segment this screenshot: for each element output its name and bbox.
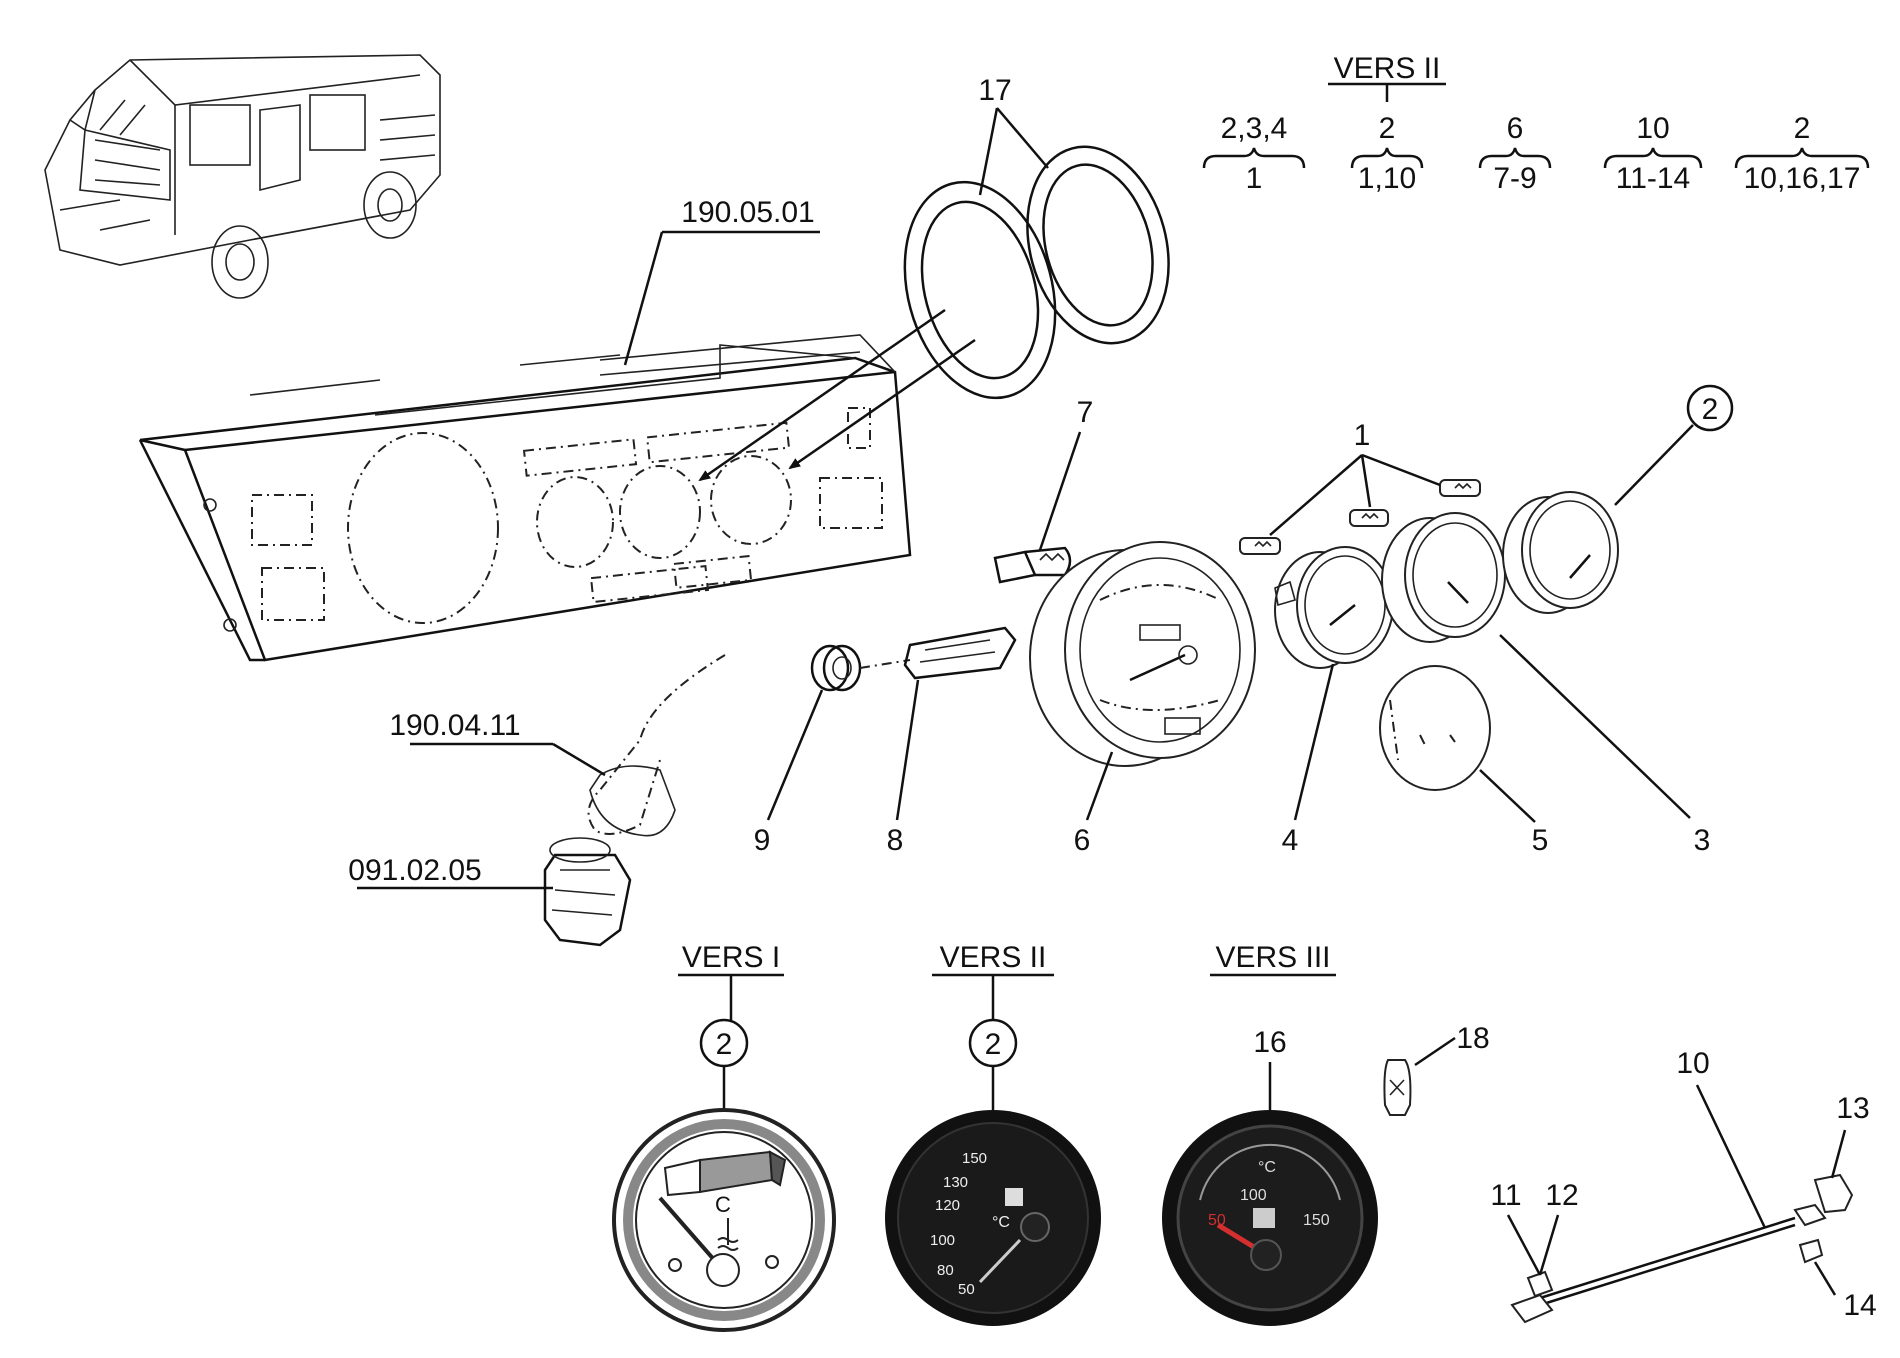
svg-text:2: 2	[716, 1028, 733, 1061]
svg-text:18: 18	[1456, 1022, 1489, 1055]
svg-text:1: 1	[1246, 162, 1263, 195]
part-4-gauge: 4	[1274, 546, 1394, 857]
svg-text:2: 2	[1794, 112, 1811, 145]
vers2-temp-gauge: 150 130 120 100 80 50 °C	[885, 1110, 1101, 1326]
part-1-bulbs: 1	[1239, 419, 1481, 555]
svg-text:150: 150	[962, 1150, 987, 1167]
vers1-gauge-group: VERS I 2 C	[612, 941, 836, 1332]
svg-text:11-14: 11-14	[1616, 162, 1691, 195]
svg-text:3: 3	[1694, 824, 1711, 857]
speed-sender: 091.02.05	[348, 837, 632, 947]
svg-text:2: 2	[985, 1028, 1002, 1061]
part-9-grommet: 9	[754, 644, 911, 857]
svg-text:7: 7	[1077, 396, 1094, 429]
version-group-5: 2 10,16,17	[1734, 112, 1870, 195]
svg-text:13: 13	[1836, 1092, 1869, 1125]
svg-text:5: 5	[1532, 824, 1549, 857]
panel-part-number: 190.05.01	[681, 196, 814, 229]
vehicle-illustration	[44, 54, 441, 299]
svg-text:10,16,17: 10,16,17	[1744, 162, 1861, 195]
svg-text:150: 150	[1303, 1212, 1330, 1229]
vers1-temp-gauge: C	[612, 1108, 836, 1332]
svg-text:16: 16	[1253, 1026, 1286, 1059]
version-group-2: 2 1,10	[1350, 112, 1424, 195]
switch-cutout-2	[261, 567, 325, 621]
bulb-2	[1349, 509, 1389, 527]
ring-1	[903, 180, 1057, 400]
cutout-gauge-c	[710, 455, 792, 545]
svg-text:10: 10	[1636, 112, 1669, 145]
svg-text:6: 6	[1074, 824, 1091, 857]
vers2-gauge-unit: °C	[992, 1214, 1010, 1231]
switch-cutout-1	[251, 494, 313, 546]
part-6-speedometer: 6	[1029, 541, 1256, 857]
svg-text:7-9: 7-9	[1493, 162, 1536, 195]
sender-part-number: 091.02.05	[348, 854, 481, 887]
svg-text:80: 80	[937, 1262, 954, 1279]
vers2-header: VERS II	[1334, 52, 1441, 85]
vers3-title: VERS III	[1215, 941, 1330, 974]
cable-part-number: 190.04.11	[389, 709, 520, 742]
version-group-3: 6 7-9	[1478, 112, 1552, 195]
svg-text:2: 2	[1379, 112, 1396, 145]
svg-text:11: 11	[1490, 1179, 1521, 1212]
part-5-lens: 5	[1379, 665, 1549, 857]
svg-text:100: 100	[1240, 1187, 1267, 1204]
svg-text:14: 14	[1843, 1289, 1876, 1322]
part-7-bulb-holder: 7	[993, 396, 1094, 584]
svg-text:130: 130	[943, 1174, 968, 1191]
speedo-cable: 190.04.11	[389, 654, 726, 837]
svg-text:2: 2	[1702, 393, 1719, 426]
svg-text:50: 50	[958, 1281, 975, 1298]
vers1-title: VERS I	[682, 941, 780, 974]
svg-text:8: 8	[887, 824, 904, 857]
version-group-1: 2,3,4 1	[1202, 112, 1306, 195]
instrument-panel: 190.05.01	[138, 196, 976, 662]
svg-text:6: 6	[1507, 112, 1524, 145]
version-table: VERS II 2,3,4 1 2 1,10 6 7-9 10 11-14 2 …	[1202, 52, 1870, 195]
svg-text:2,3,4: 2,3,4	[1221, 112, 1288, 145]
cutout-speedo	[347, 432, 499, 624]
vers2-bottom-title: VERS II	[940, 941, 1047, 974]
svg-text:4: 4	[1282, 824, 1299, 857]
version-group-4: 10 11-14	[1603, 112, 1703, 195]
svg-text:10: 10	[1676, 1047, 1709, 1080]
cutout-gauge-b	[619, 465, 701, 559]
sensor-wire-assembly: 10 11 12 13 14	[1490, 1047, 1877, 1324]
vers3-gauge-unit: °C	[1258, 1159, 1276, 1176]
bezel-rings: 17	[903, 74, 1170, 400]
vers2-gauge-group: VERS II 2 150 130 120 100 80 50 °C	[885, 941, 1101, 1326]
cutout-gauge-a	[536, 476, 614, 568]
bulb-3	[1439, 479, 1481, 497]
svg-text:1: 1	[1354, 419, 1371, 452]
vers3-gauge-group: VERS III 16 °C 50 100 150	[1162, 941, 1378, 1326]
svg-text:9: 9	[754, 824, 771, 857]
vers1-gauge-letter: C	[715, 1192, 731, 1217]
ring-2	[1026, 145, 1170, 345]
part-2-gauge: 2	[1502, 384, 1734, 614]
part-3-gauge: 3	[1381, 512, 1711, 857]
vers3-temp-gauge: °C 50 100 150	[1162, 1110, 1378, 1326]
svg-text:1,10: 1,10	[1358, 162, 1416, 195]
part-8-clip: 8	[887, 626, 1017, 857]
bulb-1	[1239, 537, 1281, 555]
svg-text:120: 120	[935, 1197, 960, 1214]
svg-text:100: 100	[930, 1232, 955, 1249]
part-18-bulb: 18	[1383, 1022, 1490, 1116]
svg-text:12: 12	[1545, 1179, 1578, 1212]
part-17-label: 17	[978, 74, 1011, 107]
switch-cutout-3	[819, 477, 883, 529]
